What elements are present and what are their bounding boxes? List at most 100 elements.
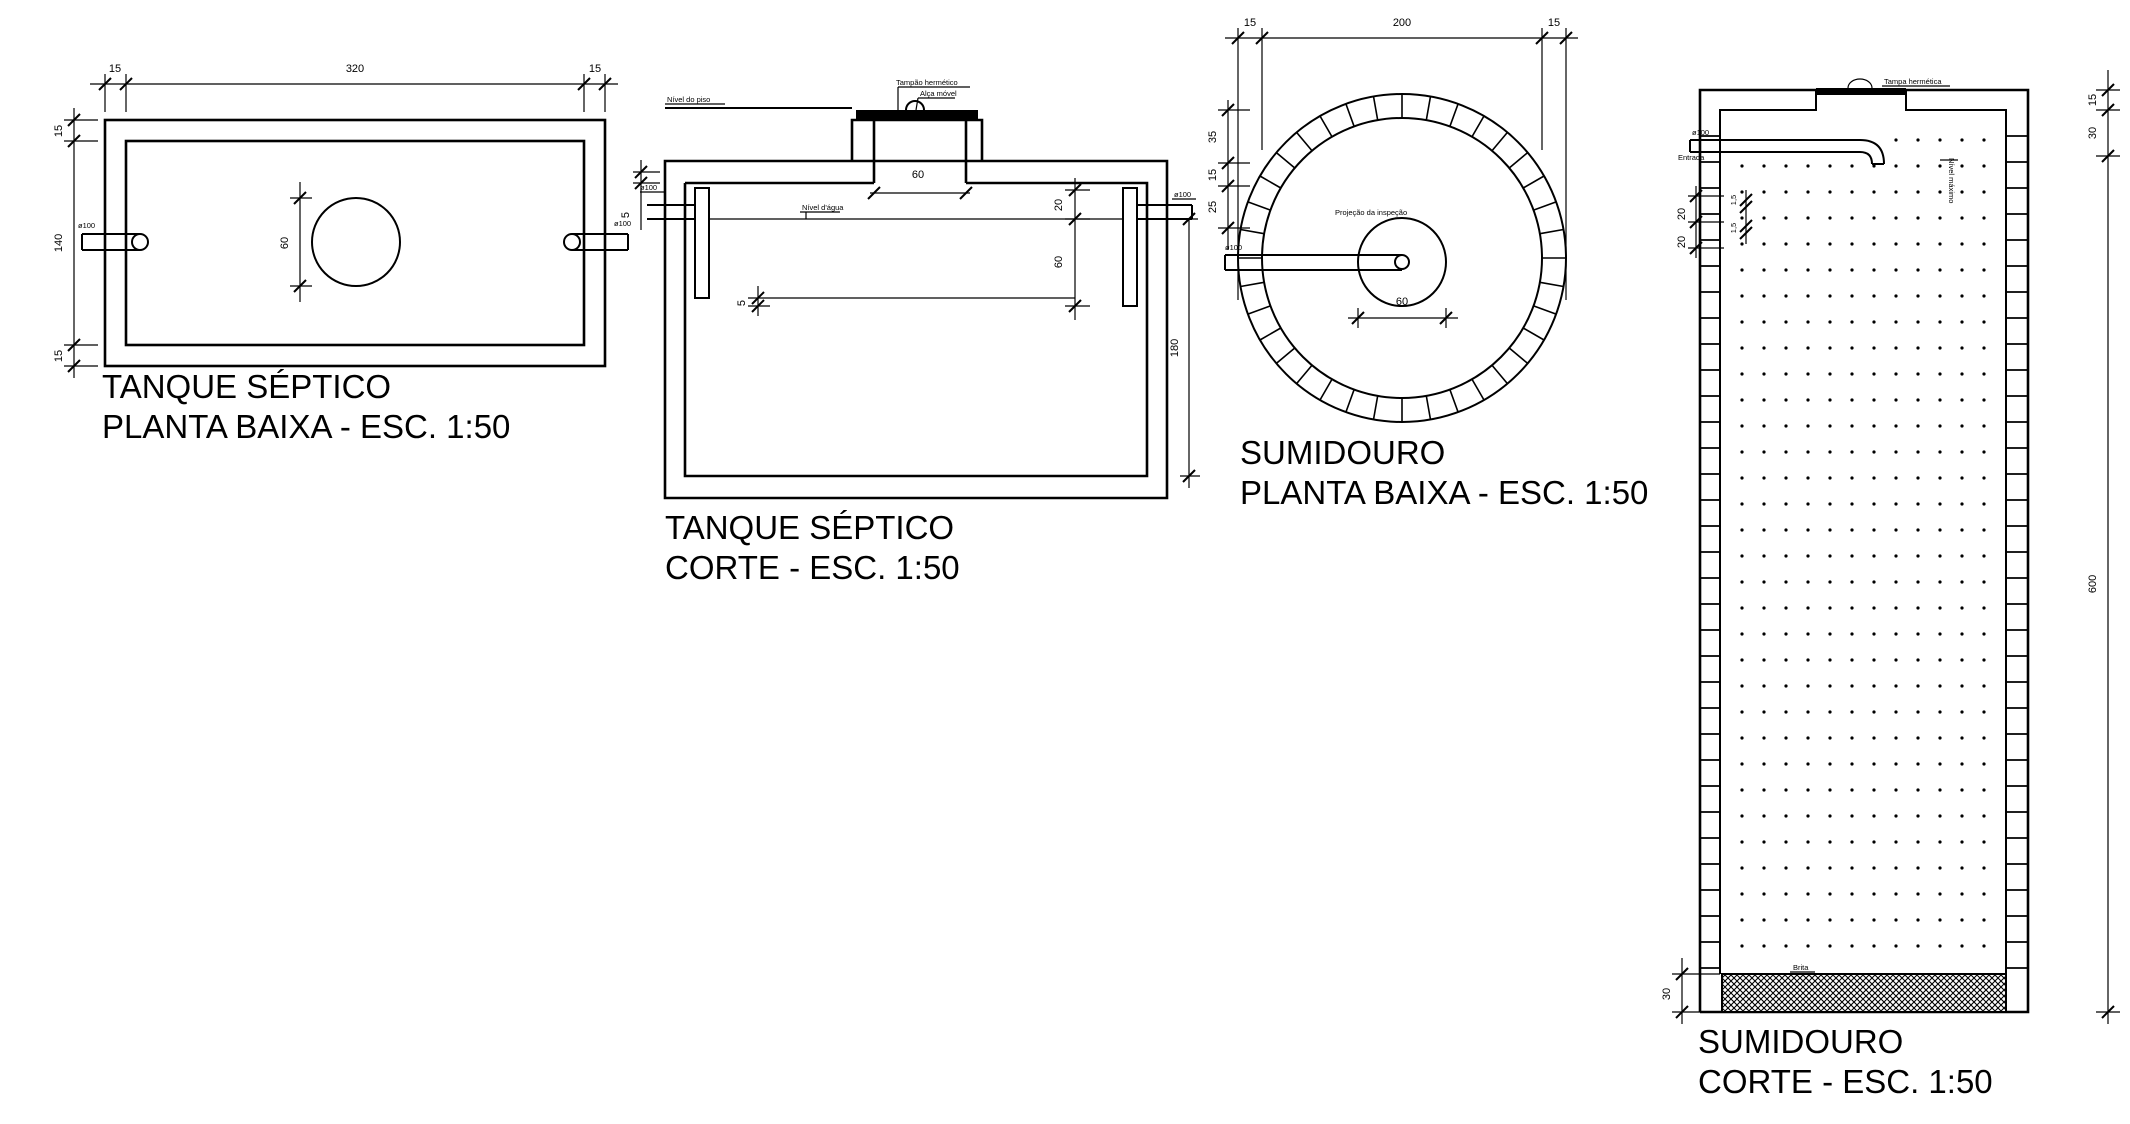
brick-joint bbox=[1471, 115, 1485, 138]
septic-plan-inlet-pipe bbox=[81, 233, 149, 251]
septic-section-lid bbox=[856, 110, 978, 120]
brick-joint bbox=[1508, 151, 1529, 169]
soil-dot bbox=[1828, 424, 1832, 428]
soil-dot bbox=[1740, 294, 1744, 298]
septic-section-outlet-pipe bbox=[1137, 204, 1193, 220]
soil-dot bbox=[1916, 398, 1920, 402]
soil-dot bbox=[1938, 580, 1942, 584]
soil-dot bbox=[1916, 788, 1920, 792]
soil-dot bbox=[1938, 606, 1942, 610]
soil-dot bbox=[1784, 684, 1788, 688]
sump-section-dim-15b: 1,5 bbox=[1729, 223, 1738, 233]
soil-dot bbox=[1872, 580, 1876, 584]
soil-dot bbox=[1894, 268, 1898, 272]
soil-dot bbox=[1762, 580, 1766, 584]
soil-dot bbox=[1740, 346, 1744, 350]
soil-dot bbox=[1740, 450, 1744, 454]
septic-section-handle bbox=[905, 100, 925, 111]
soil-dot bbox=[1762, 320, 1766, 324]
soil-dot bbox=[1740, 658, 1744, 662]
soil-dot bbox=[1740, 944, 1744, 948]
soil-dot bbox=[1938, 892, 1942, 896]
soil-dot bbox=[1850, 944, 1854, 948]
soil-dot bbox=[1872, 346, 1876, 350]
sump-section-gravel-label: Brita bbox=[1793, 963, 1809, 972]
soil-dot bbox=[1894, 476, 1898, 480]
soil-dot bbox=[1960, 918, 1964, 922]
sump-plan-inspection bbox=[1357, 217, 1447, 307]
soil-dot bbox=[1806, 814, 1810, 818]
soil-dot bbox=[1872, 398, 1876, 402]
soil-dot bbox=[1784, 814, 1788, 818]
soil-dot bbox=[1806, 762, 1810, 766]
soil-dot bbox=[1938, 502, 1942, 506]
brick-joint bbox=[1275, 347, 1296, 365]
septic-section-inlet-label2: ø100 bbox=[614, 219, 631, 228]
brick-joint bbox=[1275, 151, 1296, 169]
soil-dot bbox=[1960, 372, 1964, 376]
soil-dot bbox=[1740, 606, 1744, 610]
septic-plan-subtitle: PLANTA BAIXA - ESC. 1:50 bbox=[102, 408, 510, 445]
soil-dot bbox=[1872, 632, 1876, 636]
soil-dot bbox=[1784, 892, 1788, 896]
soil-dot bbox=[1850, 736, 1854, 740]
soil-dot bbox=[1784, 216, 1788, 220]
soil-dot bbox=[1872, 242, 1876, 246]
septic-section-dim-right-inside bbox=[1065, 178, 1090, 320]
soil-dot bbox=[1916, 710, 1920, 714]
septic-section-inlet-baffle bbox=[694, 187, 710, 299]
soil-dot bbox=[1740, 788, 1744, 792]
soil-dot bbox=[1872, 788, 1876, 792]
soil-dot bbox=[1762, 762, 1766, 766]
brick-joint bbox=[1522, 327, 1545, 341]
soil-dot bbox=[1894, 814, 1898, 818]
soil-dot bbox=[1938, 710, 1942, 714]
soil-dot bbox=[1982, 528, 1986, 532]
septic-section-dim-depth-label: 180 bbox=[1169, 339, 1181, 357]
soil-dot bbox=[1960, 736, 1964, 740]
soil-dot bbox=[1740, 736, 1744, 740]
soil-dot bbox=[1894, 762, 1898, 766]
soil-dot bbox=[1784, 788, 1788, 792]
soil-dot bbox=[1762, 684, 1766, 688]
septic-plan-inner-wall bbox=[124, 139, 586, 347]
septic-section-inlet-pipe bbox=[647, 204, 695, 220]
soil-dot bbox=[1872, 554, 1876, 558]
soil-dot bbox=[1960, 814, 1964, 818]
sump-section-dim-bottom bbox=[1672, 958, 1720, 1024]
sump-plan-pipe-label: ø100 bbox=[1225, 243, 1242, 252]
soil-dot bbox=[1982, 164, 1986, 168]
soil-dot bbox=[1740, 554, 1744, 558]
soil-dot bbox=[1960, 502, 1964, 506]
soil-dot bbox=[1916, 294, 1920, 298]
soil-dot bbox=[1784, 398, 1788, 402]
soil-dot bbox=[1850, 684, 1854, 688]
soil-dot bbox=[1762, 346, 1766, 350]
soil-dot bbox=[1916, 528, 1920, 532]
soil-dot bbox=[1894, 398, 1898, 402]
soil-dot bbox=[1960, 710, 1964, 714]
soil-dot bbox=[1828, 866, 1832, 870]
soil-dot bbox=[1916, 138, 1920, 142]
soil-dot bbox=[1872, 762, 1876, 766]
soil-dot bbox=[1894, 190, 1898, 194]
soil-dot bbox=[1960, 476, 1964, 480]
soil-dot bbox=[1806, 606, 1810, 610]
soil-dot bbox=[1806, 866, 1810, 870]
soil-dot bbox=[1872, 372, 1876, 376]
soil-dot bbox=[1982, 268, 1986, 272]
brick-joint bbox=[1240, 281, 1265, 288]
soil-dot bbox=[1938, 944, 1942, 948]
sump-section-max-level-label: Nível máximo bbox=[1947, 158, 1956, 203]
sump-section-pipe-label: ø100 bbox=[1692, 128, 1709, 137]
soil-dot bbox=[1828, 372, 1832, 376]
soil-dot bbox=[1938, 346, 1942, 350]
septic-plan-inlet-label: ø100 bbox=[78, 221, 95, 230]
soil-dot bbox=[1850, 554, 1854, 558]
soil-dot bbox=[1762, 528, 1766, 532]
soil-dot bbox=[1740, 814, 1744, 818]
soil-dot bbox=[1872, 814, 1876, 818]
soil-dot bbox=[1740, 164, 1744, 168]
soil-dot bbox=[1828, 762, 1832, 766]
soil-dot bbox=[1872, 658, 1876, 662]
